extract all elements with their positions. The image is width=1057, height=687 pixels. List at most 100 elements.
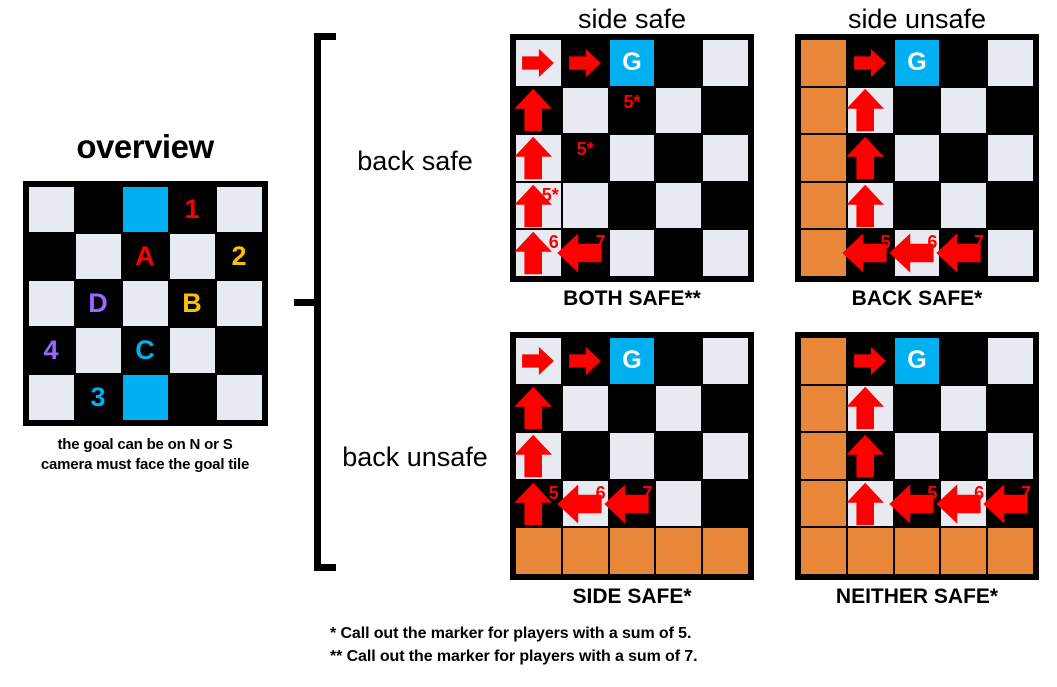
overview-cell-r2-c4	[215, 280, 263, 327]
neither-safe-cell-r0-c3	[940, 337, 988, 385]
back-safe-arrow-left-icon	[888, 232, 934, 274]
side-safe-cell-r0-c2: G	[608, 337, 656, 385]
back-safe-arrow-up-icon	[845, 136, 885, 180]
footnote-double-star: ** Call out the marker for players with …	[330, 648, 698, 666]
both-safe-arrow-up-icon	[514, 88, 554, 132]
both-safe-cell-r0-c3	[655, 39, 703, 87]
bracket-top-arm	[314, 33, 336, 40]
side-safe-arrow-left-icon	[603, 483, 649, 525]
neither-safe-cell-r4-c0	[800, 527, 847, 575]
neither-safe-cell-r2-c4	[987, 432, 1034, 480]
bracket-center-tick	[294, 299, 316, 306]
both-safe-number-label: 7	[595, 232, 606, 253]
both-safe-number-label: 5*	[541, 184, 559, 205]
back-safe-cell-r3-c2	[893, 181, 941, 230]
side-safe-cell-r3-c2: 7	[604, 479, 656, 528]
back-safe-cell-r3-c1	[846, 181, 894, 230]
neither-safe-number-label: 5	[927, 482, 938, 503]
neither-safe-arrow-left-icon	[982, 483, 1028, 525]
both-safe-cell-r1-c1	[561, 86, 609, 135]
both-safe-cell-r0-c2: G	[608, 39, 656, 87]
neither-safe-cell-r0-c2: G	[893, 337, 941, 385]
side-safe-arrow-up-icon	[514, 482, 554, 526]
side-safe-cell-r4-c2	[608, 527, 656, 575]
overview-cell-r2-c0	[27, 280, 75, 327]
both-safe-number-label: 5*	[623, 91, 641, 112]
overview-caption: the goal can be on N or S camera must fa…	[0, 435, 290, 476]
both-safe-cell-r0-c0	[515, 39, 562, 87]
neither-safe-cell-r1-c3	[940, 384, 988, 433]
both-safe-number-label: 5*	[576, 139, 594, 160]
overview-marker-2: 2	[231, 241, 247, 271]
footnote-single-star: * Call out the marker for players with a…	[330, 625, 692, 642]
side-safe-cell-r2-c4	[702, 432, 749, 480]
both-safe-number-label: 6	[548, 232, 559, 253]
neither-safe-cell-r3-c2: 5	[889, 479, 941, 528]
neither-safe-cell-r2-c2	[893, 432, 941, 480]
overview-cell-r4-c4	[215, 374, 263, 421]
side-safe-cell-r2-c1	[561, 432, 609, 480]
column-header-side-safe: side safe	[577, 4, 687, 34]
both-safe-cell-r3-c0: 5*	[514, 181, 562, 230]
both-safe-arrow-left-icon	[557, 232, 603, 274]
back-safe-cell-r1-c2	[893, 86, 941, 135]
overview-marker-4: 4	[43, 335, 59, 365]
back-safe-cell-r1-c1	[846, 86, 894, 135]
side-safe-cell-r0-c4	[702, 337, 749, 385]
side-safe-cell-r1-c1	[561, 384, 609, 433]
both-safe-cell-r4-c3	[655, 229, 703, 277]
side-safe-cell-r0-c3	[655, 337, 703, 385]
both-safe-cell-r2-c2	[608, 134, 656, 182]
side-safe-cell-r4-c0	[515, 527, 562, 575]
overview-cell-r3-c4	[215, 327, 263, 374]
overview-cell-r2-c1: D	[74, 280, 122, 327]
grid-both-safe: G 5* 5* 5* 6 7	[510, 34, 754, 282]
both-safe-cell-r3-c2	[608, 181, 656, 230]
neither-safe-goal-label: G	[907, 346, 927, 375]
overview-cell-r3-c1	[74, 327, 122, 374]
both-safe-cell-r4-c0: 6	[514, 229, 562, 277]
both-safe-cell-r2-c1: 5*	[561, 134, 609, 182]
overview-cell-r4-c3	[168, 374, 216, 421]
both-safe-cell-r1-c2: 5*	[608, 86, 656, 135]
overview-cell-r0-c1	[74, 186, 122, 233]
neither-safe-cell-r2-c3	[940, 432, 988, 480]
side-safe-cell-r3-c0: 5	[514, 479, 562, 528]
overview-cell-r1-c3	[168, 233, 216, 280]
neither-safe-cell-r0-c1	[846, 337, 894, 385]
back-safe-cell-r4-c2: 6	[889, 229, 941, 277]
back-safe-cell-r4-c0	[800, 229, 847, 277]
back-safe-cell-r0-c3	[940, 39, 988, 87]
overview-cell-r4-c2	[121, 374, 169, 421]
back-safe-cell-r3-c3	[940, 181, 988, 230]
neither-safe-cell-r3-c1	[845, 479, 894, 528]
back-safe-arrow-right-icon	[850, 48, 890, 78]
both-safe-cell-r2-c4	[702, 134, 749, 182]
overview-cell-r1-c1	[74, 233, 122, 280]
back-safe-cell-r3-c0	[800, 181, 847, 230]
side-safe-cell-r4-c1	[561, 527, 609, 575]
row-label-back-unsafe: back unsafe	[342, 442, 488, 472]
overview-cell-r4-c1: 3	[74, 374, 122, 421]
back-safe-arrow-left-icon	[842, 232, 888, 274]
back-safe-arrow-left-icon	[935, 232, 981, 274]
back-safe-cell-r4-c1: 5	[842, 229, 894, 277]
bracket-spine	[314, 33, 321, 571]
back-safe-cell-r0-c2: G	[893, 39, 941, 87]
side-safe-goal-label: G	[622, 346, 642, 375]
neither-safe-cell-r1-c2	[893, 384, 941, 433]
back-safe-number-label: 6	[927, 232, 938, 253]
overview-cell-r3-c3	[168, 327, 216, 374]
side-safe-cell-r2-c0	[514, 432, 562, 480]
back-safe-cell-r0-c1	[846, 39, 894, 87]
back-safe-cell-r2-c2	[893, 134, 941, 182]
neither-safe-arrow-up-icon	[845, 482, 885, 526]
neither-safe-arrow-up-icon	[845, 386, 885, 430]
side-safe-cell-r1-c4	[702, 384, 749, 433]
both-safe-cell-r1-c3	[655, 86, 703, 135]
overview-cell-r3-c2: C	[121, 327, 169, 374]
side-safe-arrow-left-icon	[557, 483, 603, 525]
